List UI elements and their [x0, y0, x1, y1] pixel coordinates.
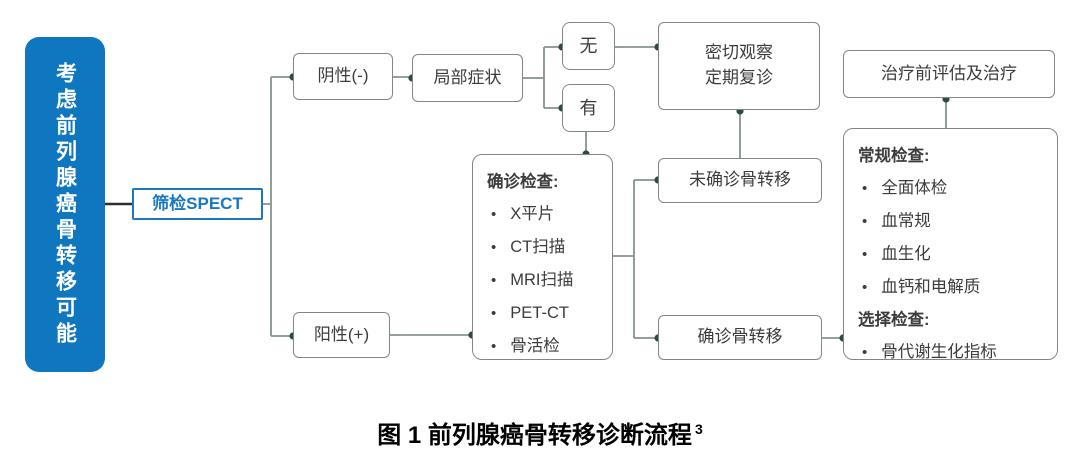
node-screening-spect-label: 筛检SPECT [152, 193, 243, 213]
node-local-symptoms: 局部症状 [412, 54, 523, 102]
screening-fork-connector [263, 76, 293, 337]
node-local-symptoms-label: 局部症状 [433, 67, 502, 87]
node-yes-label: 有 [579, 97, 598, 118]
node-close-observation: 密切观察 定期复诊 [658, 22, 820, 110]
routine-exam-items: 全面体检 血常规 血生化 血钙和电解质 [858, 172, 980, 304]
node-confirm-exam-list: 确诊检查: X平片 CT扫描 MRI扫描 PET-CT 骨活检 [472, 154, 613, 360]
observation-line1: 密切观察 [705, 43, 773, 63]
confirm-exam-fork-connector [613, 179, 658, 339]
node-not-confirmed-label: 未确诊骨转移 [689, 170, 791, 190]
node-routine-exam-list: 常规检查: 全面体检 血常规 血生化 血钙和电解质 选择检查: 骨代谢生化指标 [843, 128, 1058, 361]
node-negative-label: 阴性(-) [317, 66, 369, 86]
node-no-label: 无 [579, 35, 598, 56]
list-item: 全面体检 [858, 172, 980, 205]
optional-exam-heading: 选择检查: [858, 311, 930, 330]
symptoms-fork-connector [523, 46, 562, 109]
list-item: X平片 [487, 198, 574, 231]
list-item: PET-CT [487, 297, 574, 330]
node-confirmed-label: 确诊骨转移 [697, 327, 783, 347]
node-no-symptoms: 无 [562, 22, 615, 70]
observation-line2: 定期复诊 [705, 68, 773, 87]
list-item: 血生化 [858, 238, 980, 271]
node-pretreatment-label: 治疗前评估及治疗 [881, 63, 1017, 83]
figure-caption-superscript: 3 [694, 421, 703, 437]
node-metastasis-confirmed: 确诊骨转移 [658, 315, 822, 360]
list-item: MRI扫描 [487, 264, 573, 297]
list-item: 骨代谢生化指标 [858, 336, 997, 369]
node-pretreatment-evaluation: 治疗前评估及治疗 [843, 50, 1055, 98]
routine-exam-heading: 常规检查: [858, 147, 930, 165]
optional-exam-items: 骨代谢生化指标 [858, 336, 997, 369]
node-root-label: 考虑前列腺癌骨转移可能 [53, 61, 77, 348]
list-item: 血常规 [858, 205, 980, 238]
node-observation-label: 密切观察 定期复诊 [705, 41, 773, 90]
node-positive: 阳性(+) [293, 312, 390, 358]
confirm-exam-items: X平片 CT扫描 MRI扫描 PET-CT 骨活检 [487, 198, 574, 363]
figure-caption-text: 图 1 前列腺癌骨转移诊断流程 [377, 422, 692, 449]
list-item: CT扫描 [487, 231, 574, 264]
node-consider-bone-metastasis: 考虑前列腺癌骨转移可能 [25, 37, 105, 372]
node-has-symptoms: 有 [562, 84, 615, 132]
node-negative: 阴性(-) [293, 53, 393, 100]
list-item: 骨活检 [487, 330, 574, 363]
node-screening-spect: 筛检SPECT [132, 188, 263, 220]
confirm-exam-heading: 确诊检查: [487, 173, 559, 191]
node-positive-label: 阳性(+) [313, 324, 370, 344]
list-item: 血钙和电解质 [858, 271, 980, 304]
node-metastasis-not-confirmed: 未确诊骨转移 [658, 158, 822, 203]
